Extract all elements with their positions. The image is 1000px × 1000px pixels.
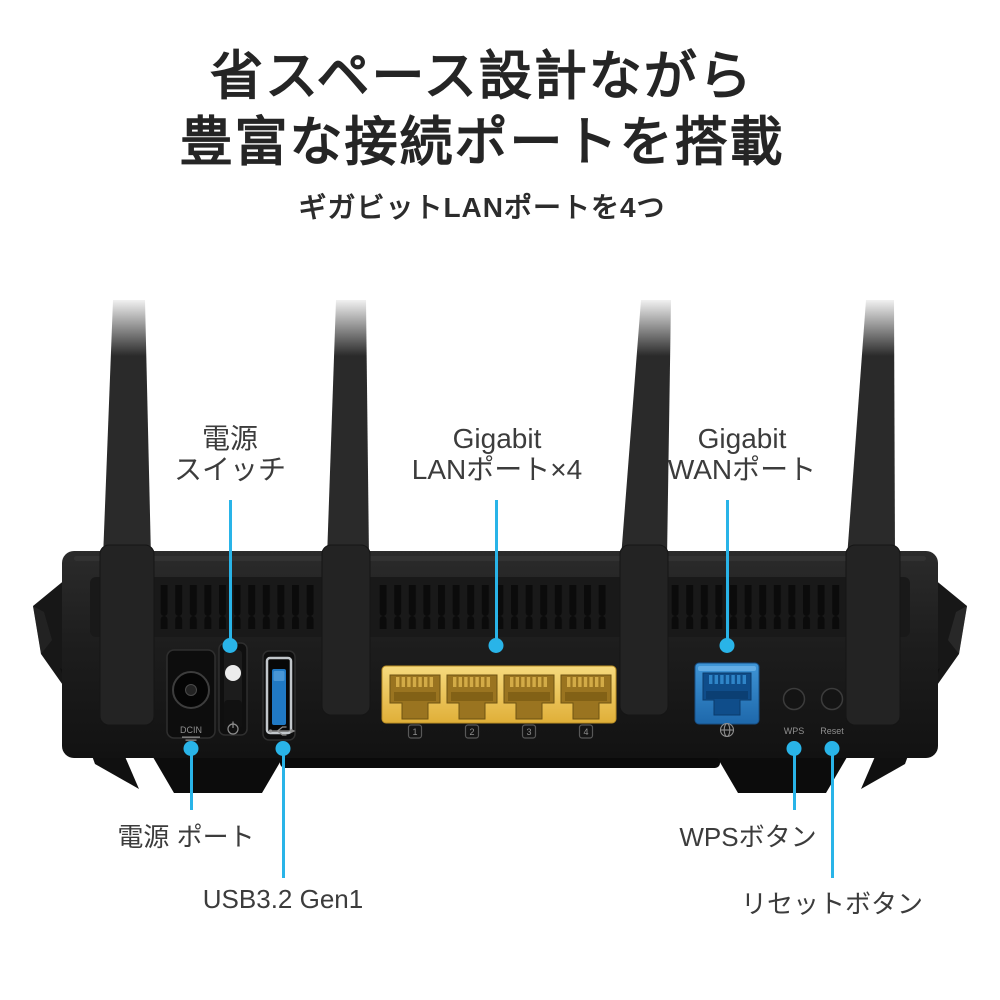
- left-wing-facet: [33, 606, 52, 654]
- left-foot: [150, 752, 286, 793]
- page-title: 省スペース設計ながら 豊富な接続ポートを搭載: [0, 44, 964, 176]
- leader-dot: [719, 638, 735, 653]
- right-foot: [714, 752, 850, 793]
- title-line-1: 省スペース設計ながら: [210, 47, 754, 106]
- leader-dot: [183, 741, 199, 756]
- antenna-base-1: [99, 544, 155, 726]
- callout-wan: Gigabit WANポート: [627, 423, 857, 485]
- lan-number-4: 4: [583, 727, 588, 737]
- antenna-1: [103, 300, 151, 558]
- antenna-2: [327, 300, 369, 558]
- antenna-bases: [99, 544, 901, 726]
- lan-number-1: 1: [412, 727, 417, 737]
- leader-dot: [488, 638, 504, 653]
- callout-usb: USB3.2 Gen1: [202, 884, 364, 914]
- antenna-base-4: [845, 544, 901, 726]
- globe-icon: [719, 722, 735, 738]
- callout-lan: Gigabit LANポート×4: [382, 423, 612, 485]
- feet: [150, 752, 850, 793]
- antenna-base-3: [619, 544, 669, 716]
- callout-wan-line1: Gigabit: [697, 423, 787, 454]
- wan-port: [694, 662, 760, 725]
- panel-markings: DCIN 1 2 3 4: [180, 721, 844, 741]
- lan-port-1: [389, 674, 441, 720]
- leader-wps: [786, 741, 802, 810]
- callout-wan-line2: WANポート: [667, 454, 817, 485]
- usb-port: [262, 650, 296, 741]
- usb-icon: [268, 726, 296, 736]
- leader-power-switch: [222, 500, 238, 653]
- antenna-4: [847, 300, 895, 558]
- antenna-3: [621, 300, 671, 558]
- power-switch-indicator: [225, 665, 241, 681]
- leader-lan: [488, 500, 504, 653]
- antenna-base-2: [321, 544, 371, 716]
- lan-number-2: 2: [469, 727, 474, 737]
- dc-in-line-1: [182, 736, 200, 738]
- leader-dot: [824, 741, 840, 756]
- callout-reset: リセットボタン: [740, 889, 923, 919]
- callout-lan-line1: Gigabit: [452, 423, 542, 454]
- leader-usb: [275, 741, 291, 878]
- leader-wan: [719, 500, 735, 653]
- title-line-2: 豊富な接続ポートを搭載: [179, 113, 785, 172]
- lan-number-3: 3: [526, 727, 531, 737]
- callout-power-switch: 電源 スイッチ: [130, 423, 330, 485]
- vent-slots-right: [671, 585, 841, 629]
- vent-slots-left: [160, 585, 318, 629]
- reset-marking: Reset: [820, 726, 844, 736]
- callout-power-switch-line1: 電源: [201, 423, 258, 454]
- leader-dot: [222, 638, 238, 653]
- lan-port-2: [446, 674, 498, 720]
- subtitle: ギガビットLANポートを4つ: [298, 192, 666, 223]
- callout-wps: WPSボタン: [679, 822, 817, 852]
- leader-dot: [275, 741, 291, 756]
- callout-power-switch-line2: スイッチ: [173, 454, 286, 485]
- reset-button: [820, 687, 844, 711]
- lan-port-4: [560, 674, 612, 720]
- leader-power-port: [183, 741, 199, 810]
- top-bevel: [74, 556, 926, 561]
- power-icon: [227, 721, 239, 735]
- callout-lan-line2: LANポート×4: [411, 454, 583, 485]
- power-switch: [218, 642, 248, 736]
- leader-dot: [786, 741, 802, 756]
- leader-reset: [824, 741, 840, 878]
- dc-power-jack: [166, 649, 216, 739]
- antennas: [103, 300, 895, 558]
- right-wing-facet: [948, 606, 967, 654]
- wps-button: [782, 687, 806, 711]
- callout-power-port: 電源 ポート: [117, 822, 255, 852]
- dc-in-line-2: [185, 739, 197, 741]
- lan-port-numbers: 1 2 3 4: [407, 724, 594, 739]
- lan-port-block: [381, 665, 617, 724]
- dc-in-label: DCIN: [180, 725, 202, 735]
- wps-marking: WPS: [784, 726, 805, 736]
- lan-port-3: [503, 674, 555, 720]
